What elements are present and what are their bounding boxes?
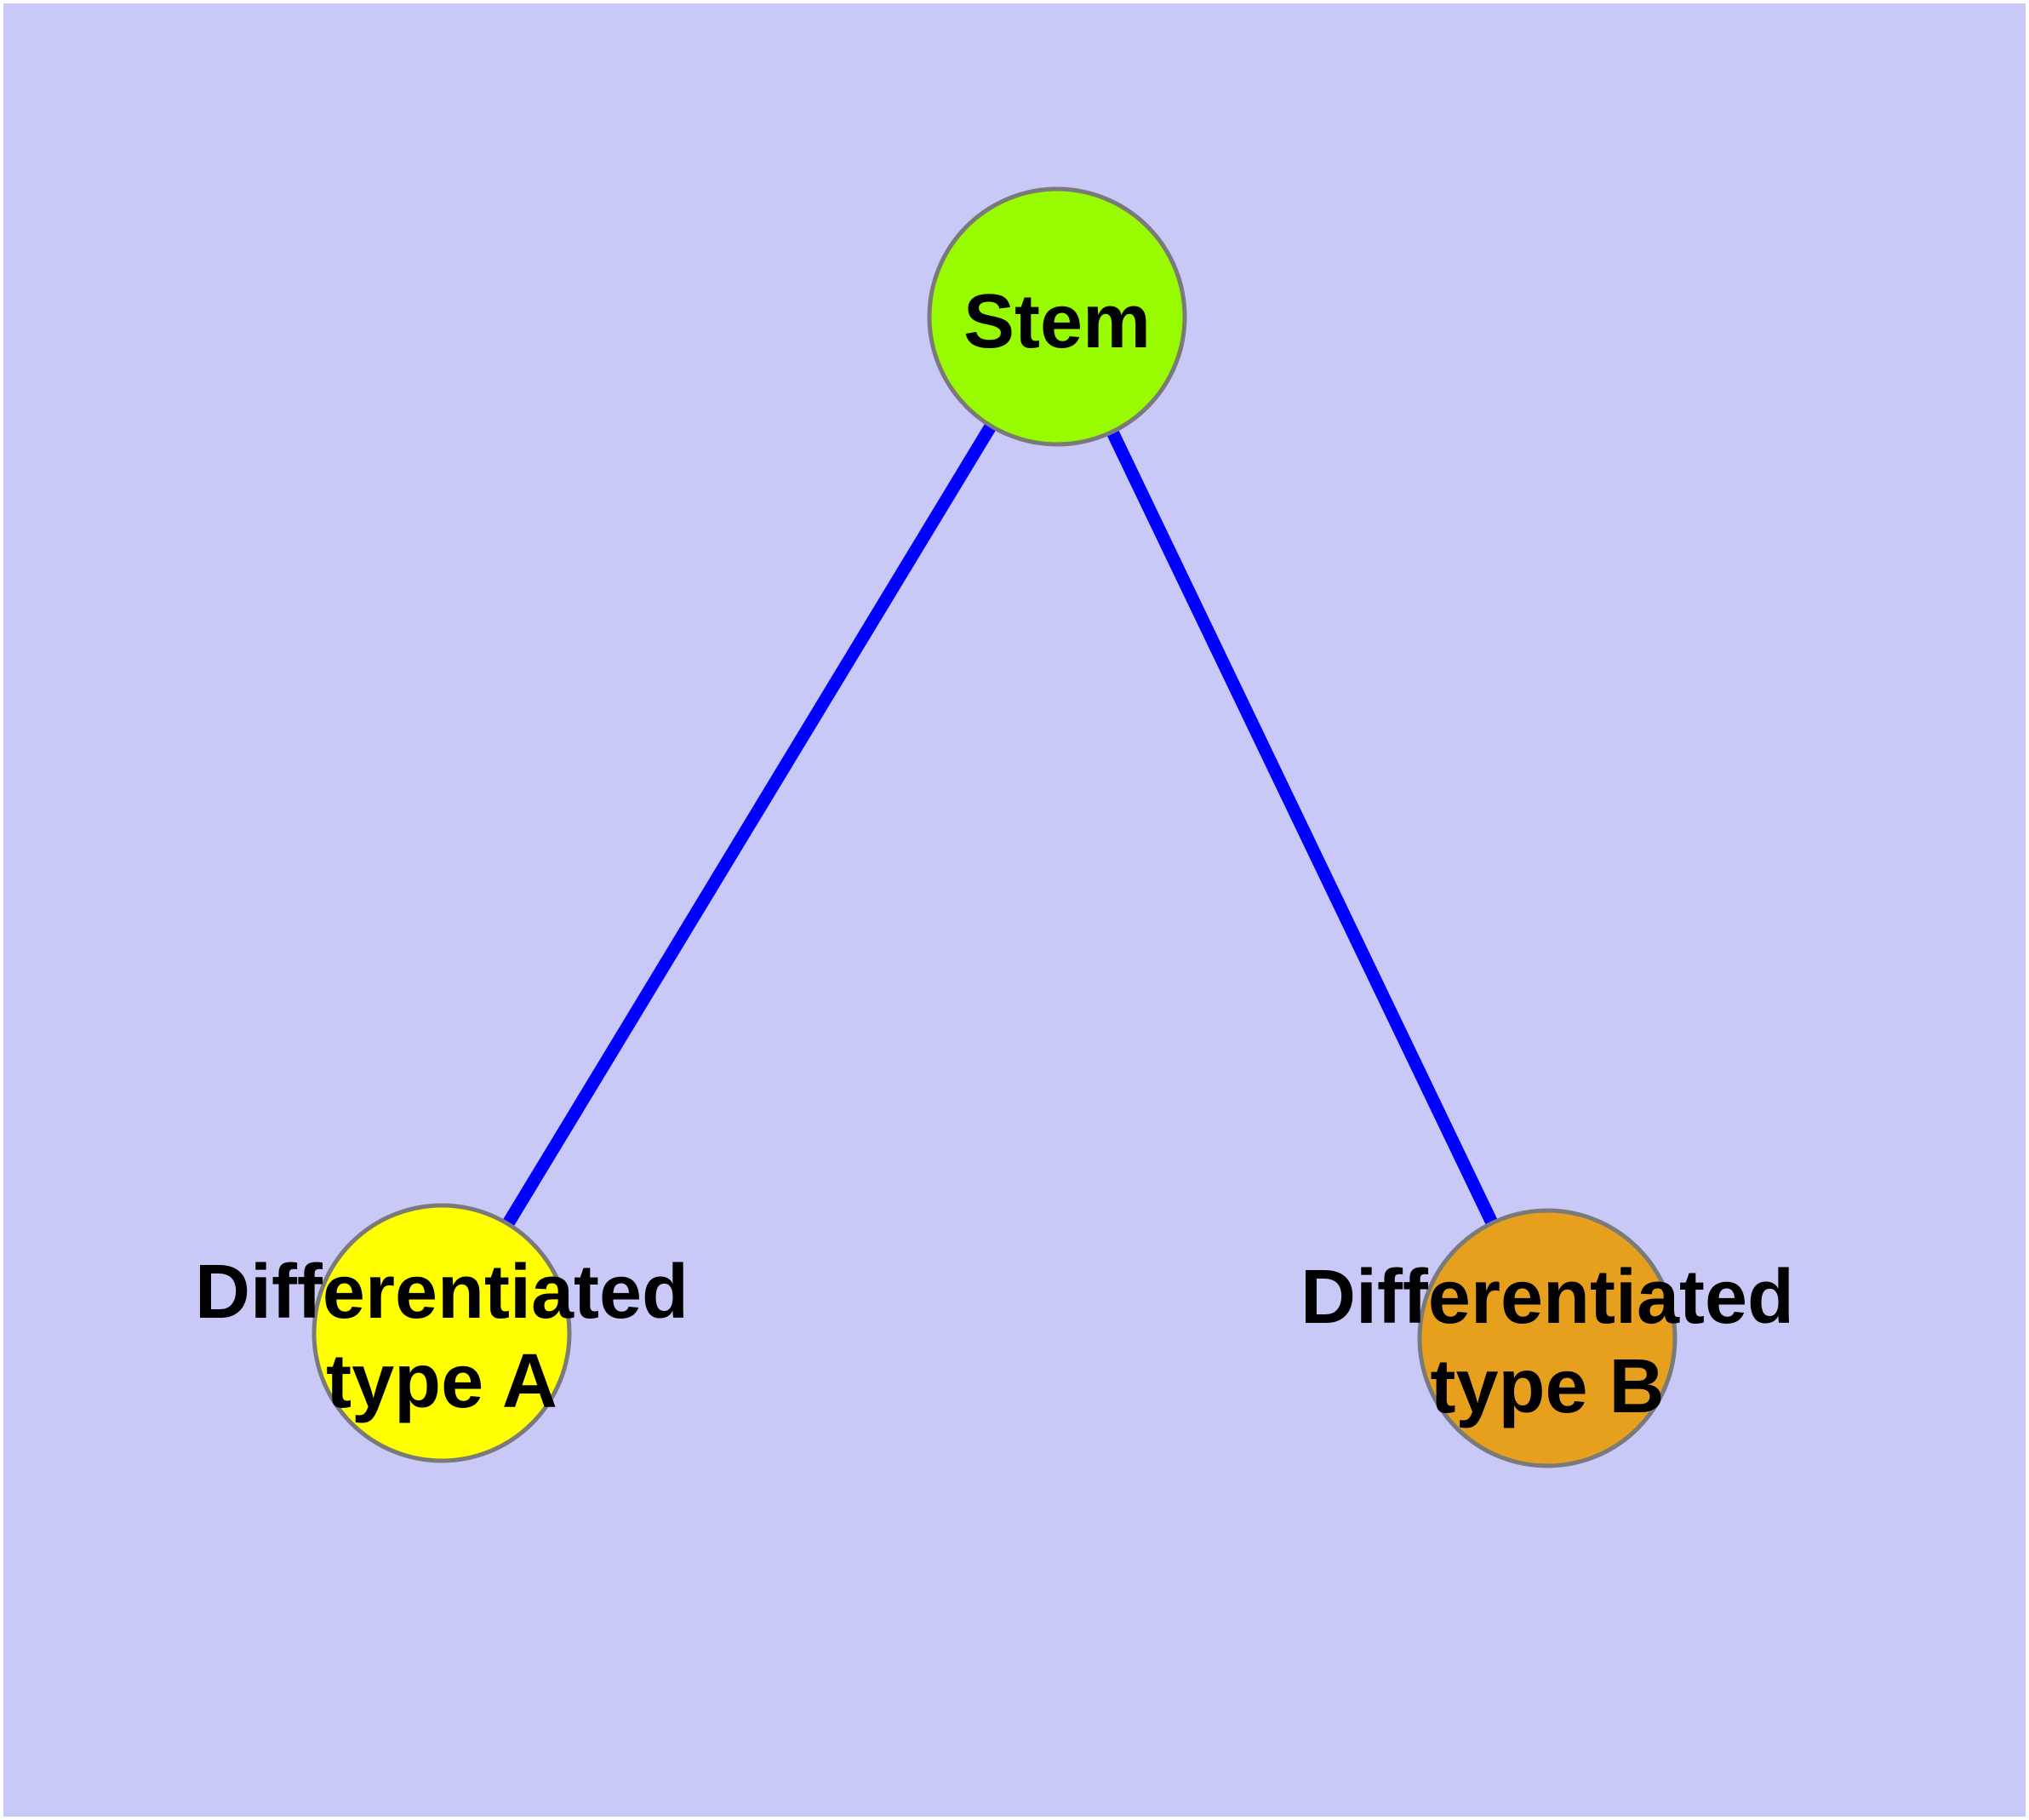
node-differentiated-type-a [311, 1203, 572, 1463]
node-type-a-label-line2: type A [326, 1339, 557, 1424]
node-type-a-label-line1: Differentiated [195, 1250, 689, 1335]
node-stem [927, 186, 1187, 447]
edge-stem-to-type-b [1051, 313, 1553, 1342]
node-differentiated-type-b [1417, 1208, 1677, 1468]
node-stem-label: Stem [963, 279, 1151, 364]
edge-stem-to-type-a [436, 313, 1063, 1336]
node-type-b-label-line2: type B [1430, 1344, 1664, 1429]
node-type-b-label-line1: Differentiated [1300, 1255, 1794, 1340]
